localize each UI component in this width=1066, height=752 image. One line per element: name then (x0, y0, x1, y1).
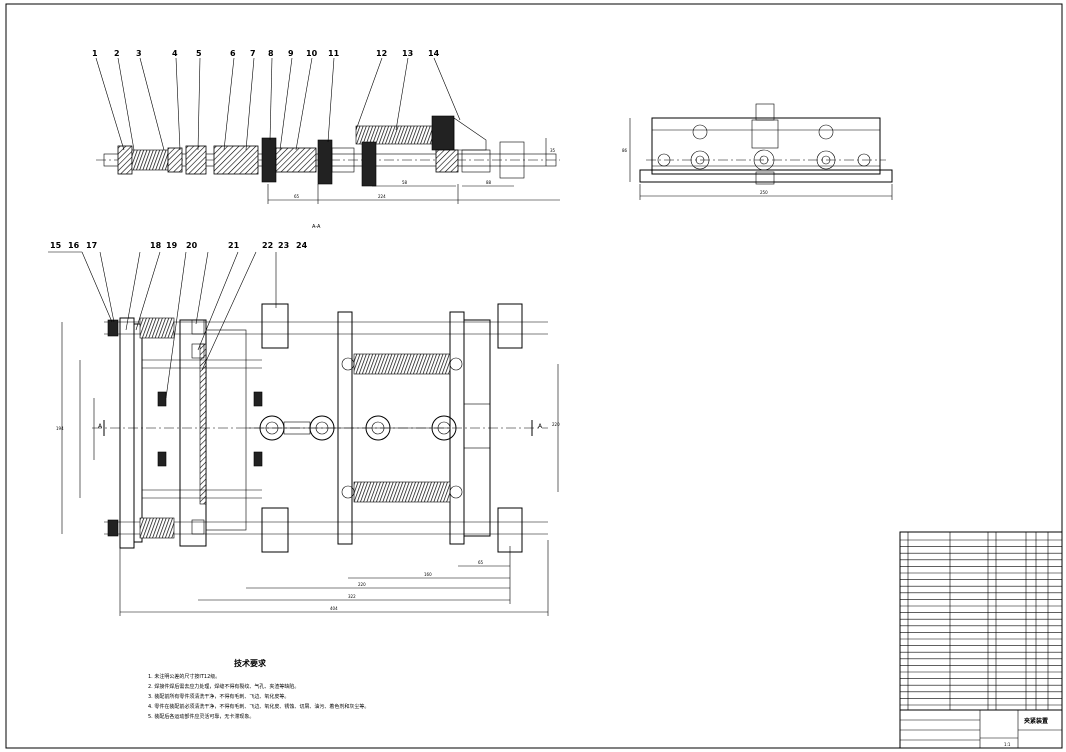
dim-plan-h2: 160 (424, 572, 432, 577)
title-scale: 1:1 (1004, 742, 1011, 747)
dim-plan-h1: 65 (478, 560, 484, 565)
callout-16: 16 (68, 241, 80, 250)
callout-9: 9 (288, 49, 294, 58)
dim-front-2: 224 (378, 194, 386, 199)
callout-5: 5 (196, 49, 202, 58)
callout-4: 4 (172, 49, 178, 58)
dim-plan-h5: 404 (330, 606, 338, 611)
callout-17: 17 (86, 241, 97, 250)
callout-11: 11 (328, 49, 340, 58)
section-marker-left: A (98, 423, 103, 430)
callout-7: 7 (250, 49, 256, 58)
callout-12: 12 (376, 49, 387, 58)
title-block: 夹紧装置 1:1 (899, 709, 1063, 749)
plan-view-callouts: 15 16 17 18 19 20 21 22 23 24 (50, 241, 308, 250)
dim-plan-v-outer: 194 (56, 426, 64, 431)
callout-13: 13 (402, 49, 413, 58)
callout-1: 1 (92, 49, 98, 58)
notes-line-2: 2. 焊接件焊后需去应力处理，焊缝不得有裂纹、气孔、夹渣等缺陷。 (148, 683, 299, 690)
dim-plan-h3: 220 (358, 582, 366, 587)
plan-view: A-A (48, 224, 560, 616)
callout-21: 21 (228, 241, 240, 250)
callout-15: 15 (50, 241, 62, 250)
callout-8: 8 (268, 49, 274, 58)
callout-6: 6 (230, 49, 236, 58)
title-drawing-name: 夹紧装置 (1024, 717, 1048, 725)
dim-front-3: 58 (402, 180, 408, 185)
dim-front-4: 88 (486, 180, 492, 185)
sheet-border (5, 3, 1063, 749)
dim-side-height: 86 (622, 148, 628, 153)
callout-22: 22 (262, 241, 273, 250)
side-view: 86 250 (622, 103, 893, 200)
front-view: 65 224 58 88 35 1 2 3 4 5 6 (92, 49, 560, 204)
dim-plan-v-right: 220 (552, 422, 560, 427)
callout-3: 3 (136, 49, 142, 58)
callout-24: 24 (296, 241, 308, 250)
notes-line-5: 5. 装配后各运动部件应灵活可靠，无卡滞现象。 (148, 713, 254, 720)
dim-front-1: 65 (294, 194, 300, 199)
callout-2: 2 (114, 49, 120, 58)
bill-of-materials (899, 531, 1063, 711)
notes-title: 技术要求 (234, 658, 267, 668)
callout-14: 14 (428, 49, 440, 58)
notes-line-4: 4. 零件在装配前必须清洗干净，不得有毛刺、飞边、氧化皮、锈蚀、切屑、油污、着色… (148, 703, 369, 710)
notes-line-3: 3. 装配前所有零件须清洗干净，不得有毛刺、飞边、氧化皮等。 (148, 693, 289, 700)
dim-front-0: 35 (550, 148, 556, 153)
dim-plan-h4: 322 (348, 594, 356, 599)
dim-side-width: 250 (760, 190, 768, 195)
front-view-callouts: 1 2 3 4 5 6 7 8 9 10 11 12 13 14 (92, 49, 440, 58)
callout-23: 23 (278, 241, 289, 250)
callout-10: 10 (306, 49, 318, 58)
technical-requirements: 技术要求 1. 未注明公差的尺寸按IT12级。 2. 焊接件焊后需去应力处理，焊… (148, 658, 369, 720)
section-label: A-A (312, 224, 321, 230)
callout-18: 18 (150, 241, 162, 250)
notes-line-1: 1. 未注明公差的尺寸按IT12级。 (148, 673, 220, 680)
callout-20: 20 (186, 241, 198, 250)
callout-19: 19 (166, 241, 178, 250)
section-marker-right: A (538, 423, 543, 430)
